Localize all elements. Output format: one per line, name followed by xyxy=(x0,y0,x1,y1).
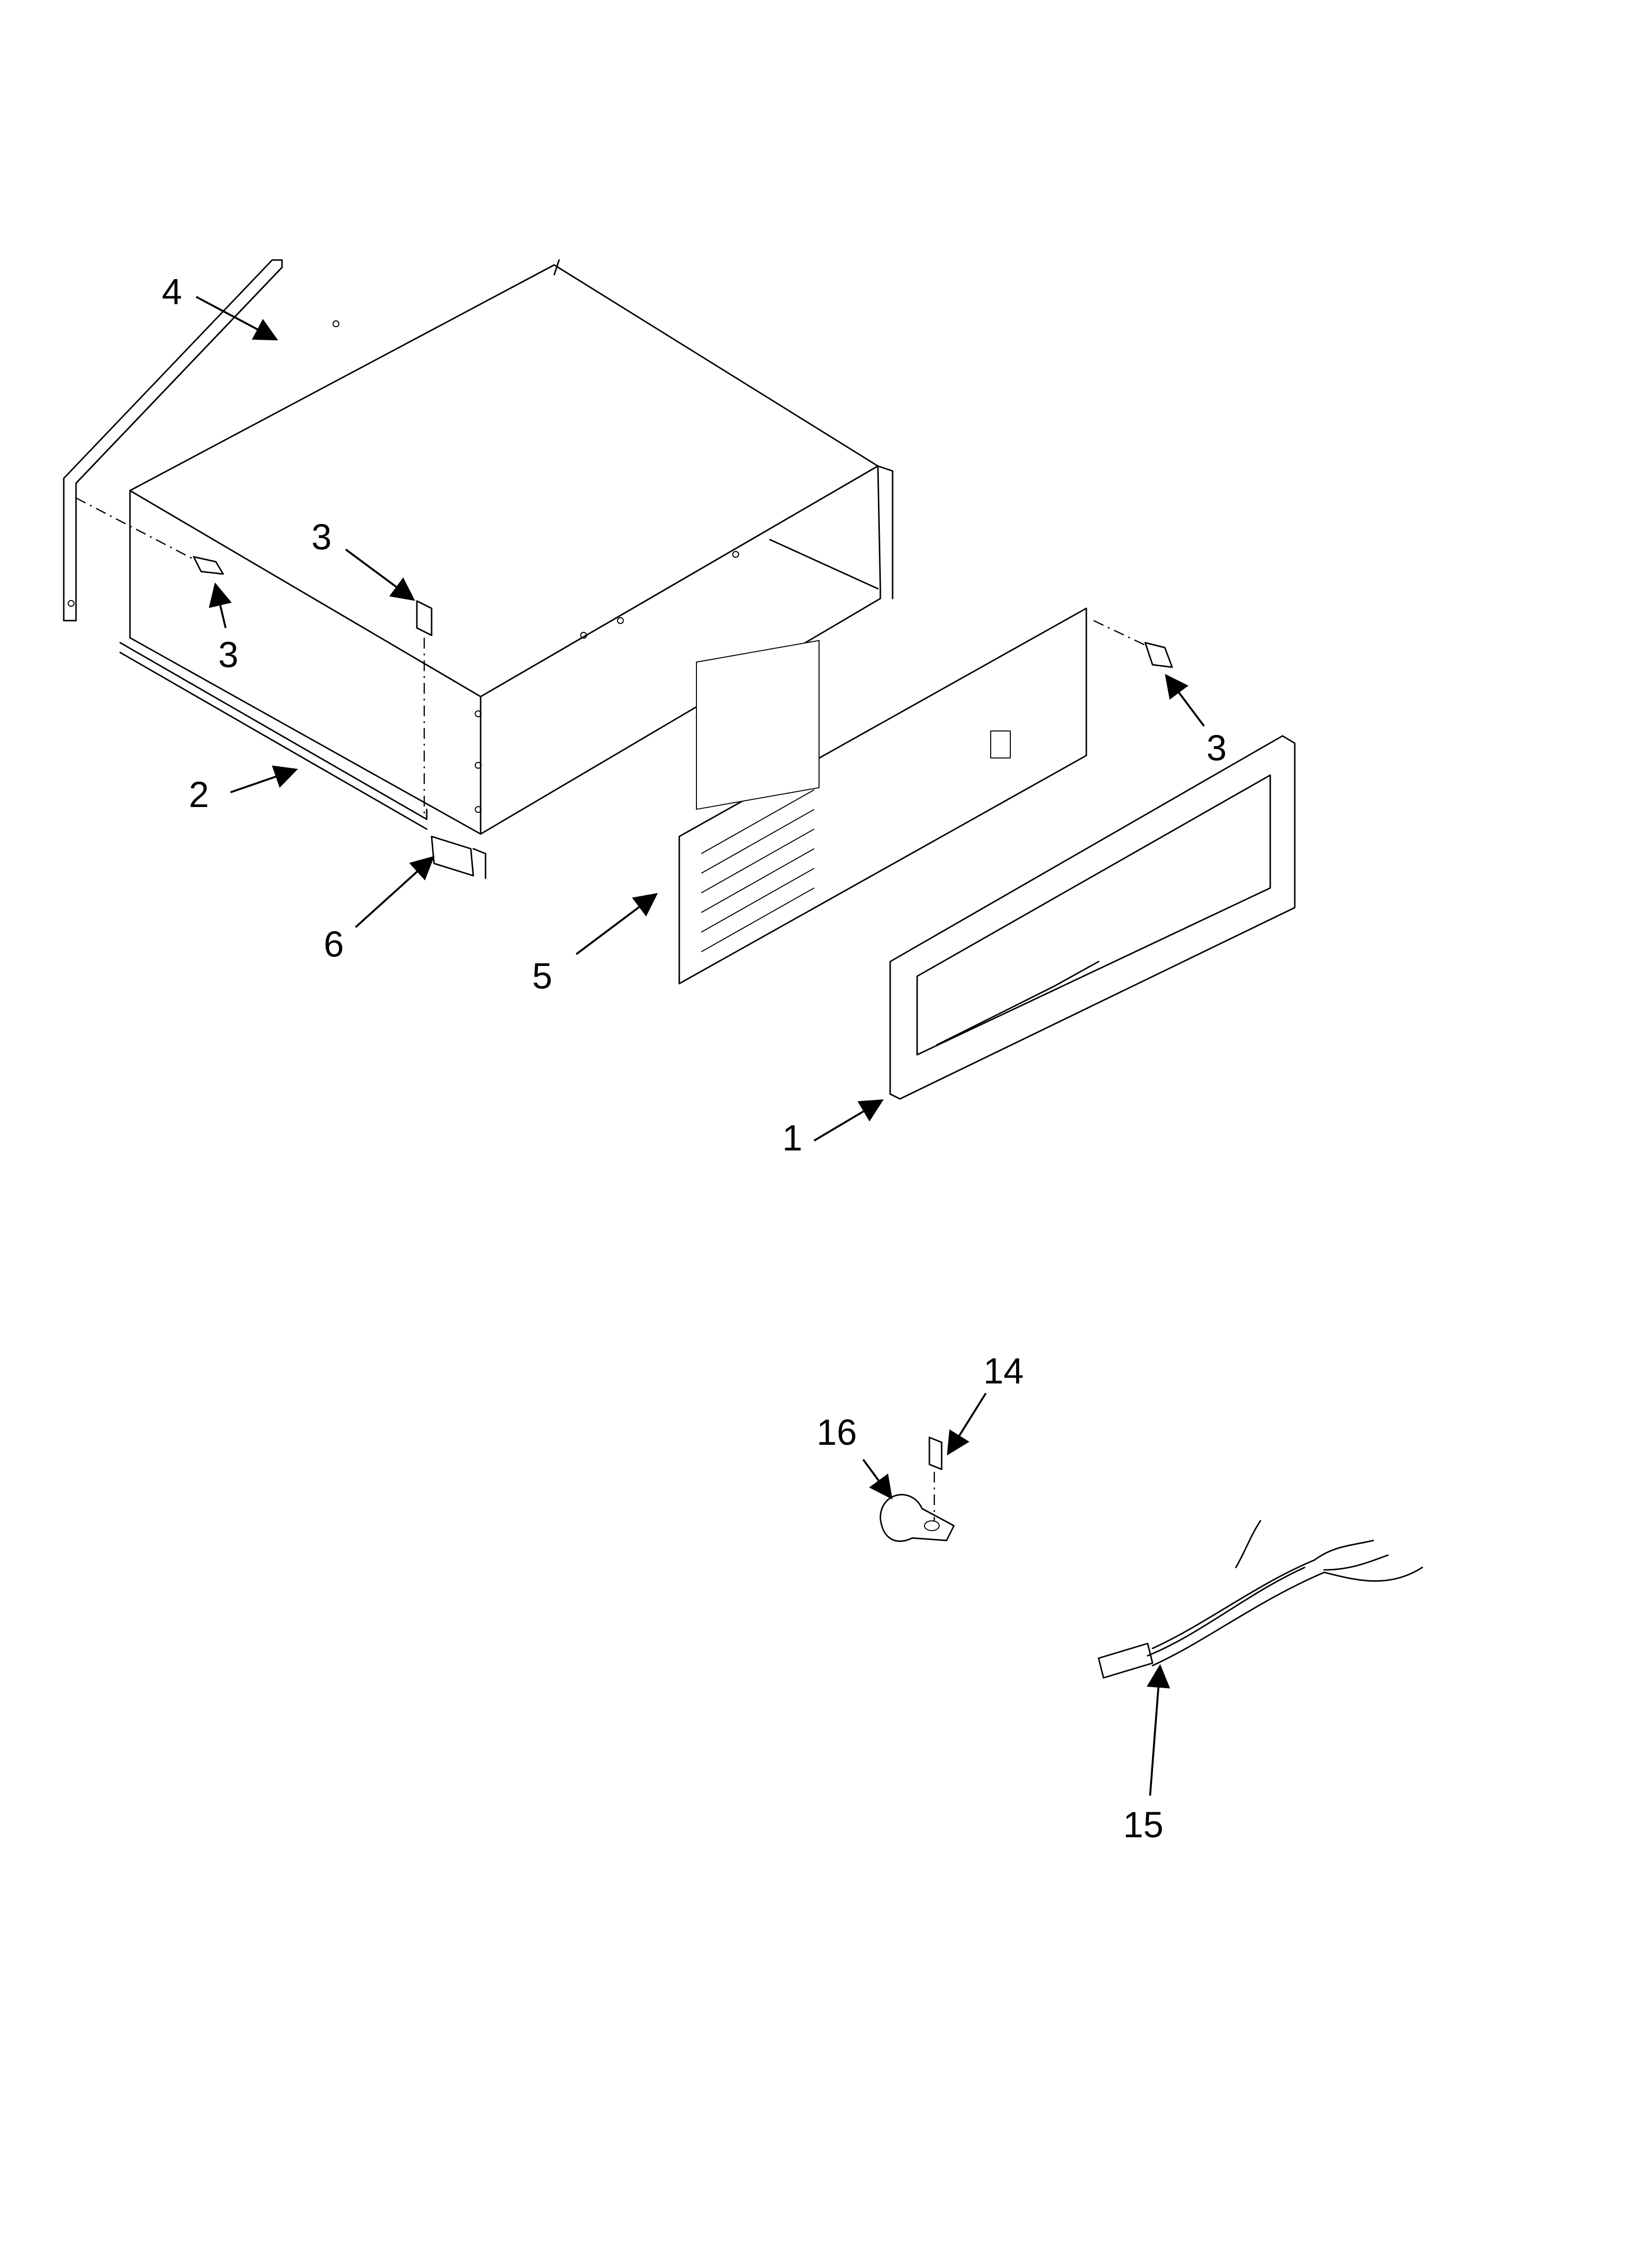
callout-part-5: 5 xyxy=(532,956,552,996)
callout-part-6: 6 xyxy=(324,924,344,965)
callout-part-3-left: 3 xyxy=(218,634,238,675)
callout-part-4: 4 xyxy=(162,271,182,312)
screw-part-3-left xyxy=(76,497,224,575)
leader-arrows xyxy=(196,296,1205,1796)
clip-part-6 xyxy=(431,835,487,879)
callout-part-16: 16 xyxy=(817,1412,857,1453)
clamp-part-16 xyxy=(879,1494,955,1542)
callout-part-3-top: 3 xyxy=(311,517,332,557)
screw-part-14 xyxy=(928,1436,943,1521)
cabinet-box-part-2 xyxy=(119,259,894,835)
front-frame-part-1 xyxy=(889,735,1296,1100)
callout-part-3-right: 3 xyxy=(1206,728,1227,768)
rear-bracket-part-4 xyxy=(63,259,339,622)
callout-part-15: 15 xyxy=(1123,1804,1163,1845)
callout-part-2: 2 xyxy=(189,774,209,815)
wire-harness-part-15 xyxy=(1098,1520,1423,1679)
grille-panel-part-5 xyxy=(678,607,1087,985)
screw-part-3-right xyxy=(1093,620,1173,668)
callout-part-1: 1 xyxy=(782,1118,802,1158)
screw-part-3-top xyxy=(416,600,433,814)
callout-part-14: 14 xyxy=(983,1351,1024,1391)
